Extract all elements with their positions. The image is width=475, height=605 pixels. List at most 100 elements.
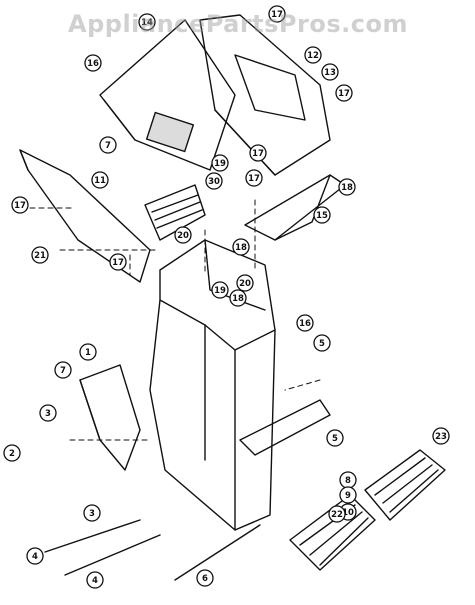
callout-layer: 1233445567789101112131415161617171717171… [3, 5, 450, 589]
callout-circle [313, 206, 331, 224]
callout-19: 19 [211, 154, 229, 172]
baffle [144, 184, 206, 241]
callout-label: 10 [342, 508, 354, 518]
callout-circle [39, 404, 57, 422]
callout-circle [86, 571, 104, 589]
callout-label: 4 [32, 552, 38, 562]
callout-circle [54, 361, 72, 379]
callout-19: 19 [211, 281, 229, 299]
callout-6: 6 [196, 569, 214, 587]
callout-20: 20 [236, 274, 254, 292]
callout-3: 3 [39, 404, 57, 422]
callout-circle [232, 238, 250, 256]
callout-label: 17 [248, 174, 260, 184]
callout-2: 2 [3, 444, 21, 462]
callout-label: 21 [34, 251, 46, 261]
callout-17: 17 [249, 144, 267, 162]
cover-window [145, 111, 195, 153]
callout-label: 11 [94, 176, 106, 186]
callout-16: 16 [296, 314, 314, 332]
callout-label: 30 [208, 177, 220, 187]
callout-circle [211, 154, 229, 172]
callout-label: 16 [87, 59, 99, 69]
callout-17: 17 [245, 169, 263, 187]
rod-left-2 [64, 534, 161, 576]
chute-grate [289, 494, 376, 571]
callout-circle [79, 343, 97, 361]
callout-9: 9 [339, 486, 357, 504]
callout-circle [138, 13, 156, 31]
callout-20: 20 [174, 226, 192, 244]
outlet-grate [364, 449, 446, 521]
callout-label: 9 [345, 491, 351, 501]
deflector [239, 399, 331, 456]
callout-circle [11, 196, 29, 214]
callout-circle [326, 429, 344, 447]
callout-label: 17 [14, 201, 26, 211]
callout-circle [99, 136, 117, 154]
callout-circle [3, 444, 21, 462]
callout-11: 11 [91, 171, 109, 189]
callout-label: 17 [252, 149, 264, 159]
callout-22: 22 [328, 505, 346, 523]
callout-circle [313, 334, 331, 352]
callout-circle [109, 253, 127, 271]
callout-circle [432, 427, 450, 445]
callout-circle [229, 289, 247, 307]
callout-label: 4 [92, 576, 98, 586]
callout-label: 17 [112, 258, 124, 268]
callout-4: 4 [26, 547, 44, 565]
callout-label: 15 [316, 211, 328, 221]
callout-16: 16 [84, 54, 102, 72]
rod-left-1 [44, 519, 141, 553]
callout-label: 20 [177, 231, 189, 241]
callout-circle [335, 84, 353, 102]
callout-label: 17 [338, 89, 350, 99]
callout-label: 23 [435, 432, 447, 442]
callout-3: 3 [83, 504, 101, 522]
callout-17: 17 [11, 196, 29, 214]
callout-circle [174, 226, 192, 244]
callout-circle [31, 246, 49, 264]
callout-label: 18 [232, 294, 244, 304]
callout-14: 14 [138, 13, 156, 31]
callout-circle [83, 504, 101, 522]
callout-label: 19 [214, 159, 226, 169]
callout-label: 18 [341, 183, 353, 193]
callout-circle [304, 46, 322, 64]
callout-circle [268, 5, 286, 23]
callout-label: 19 [214, 286, 226, 296]
callout-label: 7 [105, 141, 111, 151]
callout-label: 6 [202, 574, 208, 584]
callout-1: 1 [79, 343, 97, 361]
callout-23: 23 [432, 427, 450, 445]
callout-circle [236, 274, 254, 292]
callout-circle [26, 547, 44, 565]
chute-body [159, 239, 276, 351]
callout-label: 7 [60, 366, 66, 376]
callout-7: 7 [99, 136, 117, 154]
callout-17: 17 [109, 253, 127, 271]
callout-label: 13 [324, 68, 336, 78]
rod-bottom [174, 524, 261, 581]
callout-label: 2 [9, 449, 15, 459]
callout-13: 13 [321, 63, 339, 81]
callout-30: 30 [205, 172, 223, 190]
cover-panel [234, 54, 306, 121]
watermark: AppliancePartsPros.com [68, 10, 408, 38]
callout-circle [91, 171, 109, 189]
callout-circle [338, 178, 356, 196]
callout-7: 7 [54, 361, 72, 379]
callout-17: 17 [335, 84, 353, 102]
callout-17: 17 [268, 5, 286, 23]
callout-circle [296, 314, 314, 332]
callout-label: 5 [332, 434, 338, 444]
callout-label: 3 [45, 409, 51, 419]
callout-21: 21 [31, 246, 49, 264]
callout-label: 14 [141, 18, 153, 28]
callout-8: 8 [339, 471, 357, 489]
callout-circle [84, 54, 102, 72]
callout-circle [321, 63, 339, 81]
callout-label: 3 [89, 509, 95, 519]
